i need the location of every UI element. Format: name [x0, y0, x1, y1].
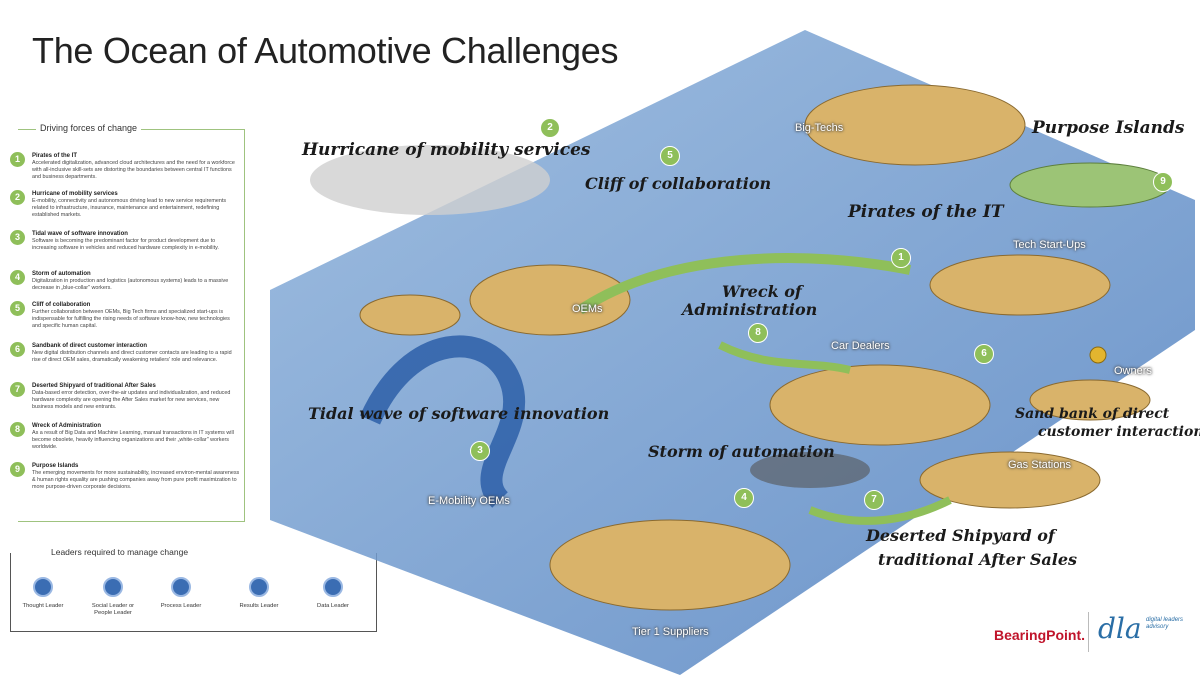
badge-8: 8: [748, 323, 768, 343]
place-tier1: Tier 1 Suppliers: [632, 626, 709, 638]
badge-2: 2: [540, 118, 560, 138]
bearingpoint-logo: BearingPoint.: [994, 627, 1086, 643]
page-title: The Ocean of Automotive Challenges: [32, 30, 619, 71]
ocean-map: Hurricane of mobility services Cliff of …: [250, 0, 1200, 675]
leader-label: Social Leader or People Leader: [91, 603, 135, 616]
leaders-panel: Leaders required to manage change Though…: [10, 547, 377, 632]
hurricane-cloud: [310, 145, 550, 215]
leader-label: Results Leader: [239, 603, 279, 609]
island-purpose: [1009, 162, 1171, 208]
label-sandbank-line2: customer interaction: [1038, 424, 1200, 440]
force-title: Wreck of Administration: [32, 423, 102, 429]
leader-process: Process Leader: [151, 577, 211, 610]
island-tier1: [549, 519, 791, 611]
social-leader-icon: [103, 577, 123, 597]
driving-forces-heading: Driving forces of change: [36, 123, 142, 133]
dla-logo: dla: [1098, 612, 1142, 645]
label-pirates: Pirates of the IT: [848, 202, 1004, 222]
badge-4: 4: [734, 488, 754, 508]
label-shipyard-line1: Deserted Shipyard of: [866, 526, 1055, 545]
force-number: 9: [10, 462, 25, 477]
leader-data: Data Leader: [303, 577, 363, 610]
place-gas-stations: Gas Stations: [1008, 459, 1071, 471]
badge-6: 6: [974, 344, 994, 364]
arrow-pirates: [577, 253, 911, 315]
force-description: Further collaboration between OEMs, Big …: [32, 309, 230, 329]
force-description: As a result of Big Data and Machine Lear…: [32, 430, 234, 450]
island-big-techs: [804, 84, 1026, 166]
force-title: Storm of automation: [32, 271, 91, 277]
owners-pin-icon: [1089, 346, 1107, 364]
leader-thought: Thought Leader: [13, 577, 73, 610]
force-number: 2: [10, 190, 25, 205]
results-leader-icon: [249, 577, 269, 597]
island-gas-stations: [919, 451, 1101, 509]
label-purpose-islands: Purpose Islands: [1032, 118, 1185, 138]
place-car-dealers: Car Dealers: [831, 340, 890, 352]
force-description: Software is becoming the predominant fac…: [32, 238, 219, 251]
force-title: Purpose Islands: [32, 463, 79, 469]
leaders-heading: Leaders required to manage change: [47, 547, 193, 557]
tidal-wave: [359, 335, 526, 508]
label-wreck-line1: Wreck of: [722, 282, 802, 301]
data-leader-icon: [323, 577, 343, 597]
island-car-dealers: [769, 364, 991, 446]
leader-label: Process Leader: [160, 603, 202, 609]
place-owners: Owners: [1114, 365, 1152, 377]
leader-social: Social Leader or People Leader: [83, 577, 143, 617]
leader-label: Data Leader: [317, 603, 349, 609]
leader-label: Thought Leader: [22, 603, 64, 609]
label-hurricane: Hurricane of mobility services: [302, 140, 591, 160]
arrow-wreck: [718, 341, 851, 374]
label-tidal-wave: Tidal wave of software innovation: [308, 404, 610, 423]
force-title: Tidal wave of software innovation: [32, 231, 128, 237]
label-wreck-line2: Administration: [682, 300, 818, 319]
badge-9: 9: [1153, 172, 1173, 192]
island-left: [359, 294, 461, 336]
island-owners: [1029, 379, 1151, 421]
place-oems: OEMs: [572, 303, 603, 315]
place-e-mobility: E-Mobility OEMs: [428, 495, 510, 507]
force-description: The emerging movements for more sustaina…: [32, 470, 240, 490]
force-title: Hurricane of mobility services: [32, 191, 118, 197]
thought-leader-icon: [33, 577, 53, 597]
badge-3: 3: [470, 441, 490, 461]
force-number: 4: [10, 270, 25, 285]
label-shipyard-line2: traditional After Sales: [878, 550, 1078, 569]
force-description: New digital distribution channels and di…: [32, 350, 232, 363]
process-leader-icon: [171, 577, 191, 597]
force-number: 3: [10, 230, 25, 245]
force-title: Pirates of the IT: [32, 153, 78, 159]
badge-5: 5: [660, 146, 680, 166]
place-tech-startups: Tech Start-Ups: [1013, 239, 1086, 251]
force-title: Sandbank of direct customer interaction: [32, 343, 148, 349]
driving-forces-panel: Driving forces of change 1 Pirates of th…: [10, 123, 245, 522]
arrow-shipyard: [808, 496, 952, 525]
force-number: 8: [10, 422, 25, 437]
label-cliff: Cliff of collaboration: [585, 174, 772, 193]
leader-results: Results Leader: [229, 577, 289, 610]
force-description: E-mobility, connectivity and autonomous …: [32, 198, 227, 218]
label-storm: Storm of automation: [648, 442, 835, 461]
force-description: Accelerated digitalization, advanced clo…: [32, 160, 235, 180]
island-tech-startups: [929, 254, 1111, 316]
badge-7: 7: [864, 490, 884, 510]
force-description: Data-based error detection, over-the-air…: [32, 390, 231, 410]
place-big-techs: Big-Techs: [795, 122, 844, 134]
force-title: Deserted Shipyard of traditional After S…: [32, 383, 156, 389]
island-oems: [469, 264, 631, 336]
logo-divider: [1088, 612, 1089, 652]
force-number: 1: [10, 152, 25, 167]
force-title: Cliff of collaboration: [32, 302, 91, 308]
force-number: 7: [10, 382, 25, 397]
dla-logo-subtitle: digital leaders advisory: [1146, 617, 1184, 630]
force-number: 6: [10, 342, 25, 357]
label-sandbank-line1: Sand bank of direct: [1015, 406, 1170, 422]
ocean-illustration: [270, 30, 1195, 675]
force-number: 5: [10, 301, 25, 316]
force-description: Digitalization in production and logisti…: [32, 278, 229, 291]
storm-cloud: [750, 452, 870, 488]
badge-1: 1: [891, 248, 911, 268]
